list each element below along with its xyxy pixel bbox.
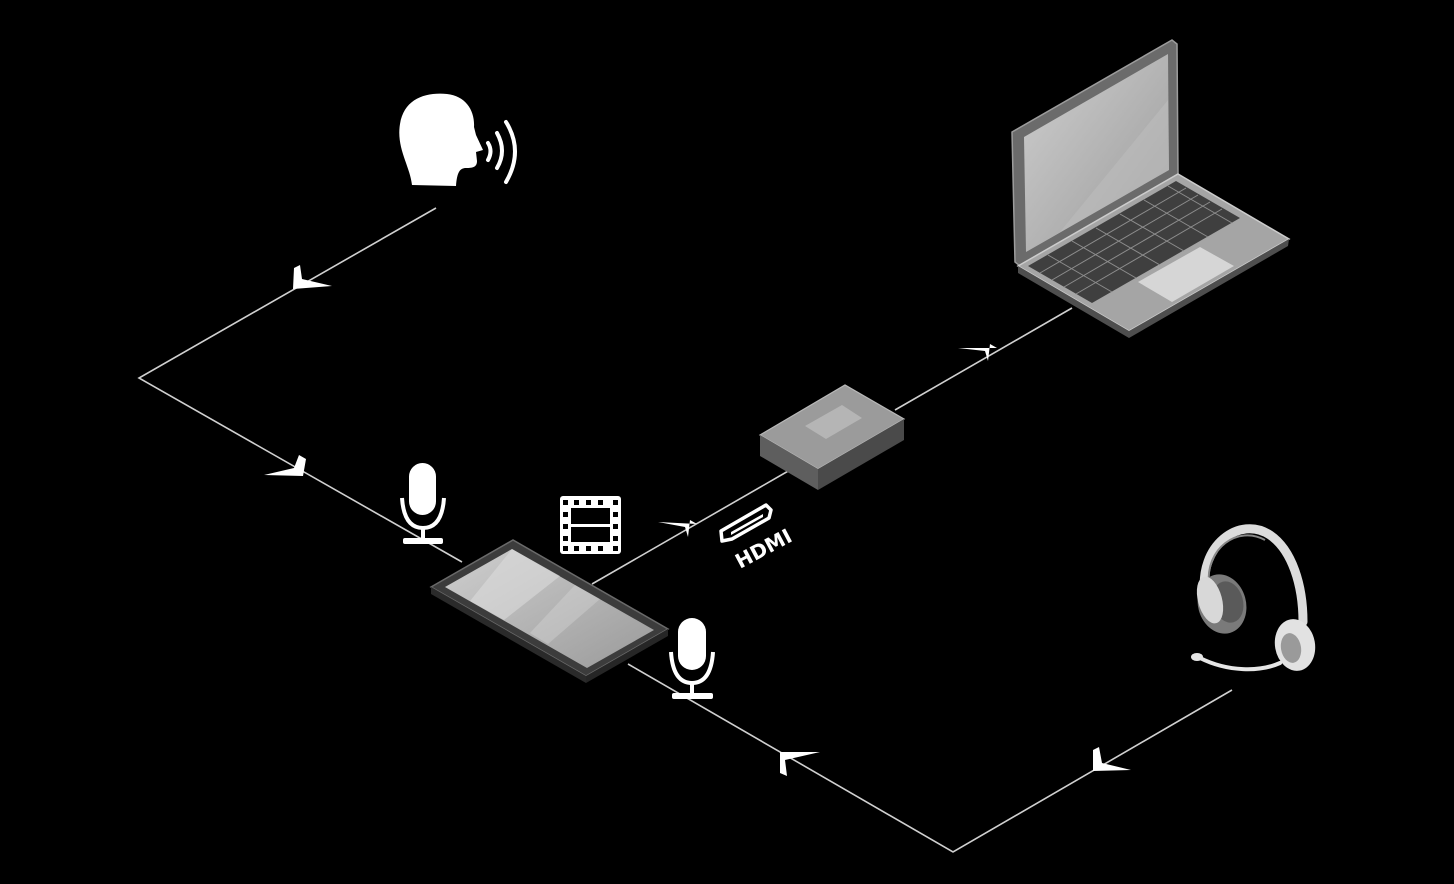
speech-to-tablet-line (137, 207, 463, 563)
film-strip-icon (560, 496, 621, 554)
headset-icon (1191, 524, 1316, 672)
arrow-chevron-icon (293, 265, 332, 289)
headset-to-tablet-line (627, 663, 1233, 853)
tablet-icon (429, 539, 670, 683)
laptop-icon (1011, 39, 1291, 338)
capture-device-icon (758, 384, 906, 490)
arrow-chevron-icon (958, 344, 997, 369)
direction-arrows (264, 265, 1131, 776)
arrow-chevron-icon (780, 752, 820, 776)
capture-to-laptop-line (894, 307, 1073, 411)
connection-lines (137, 207, 1233, 853)
tablet-to-capture-line (591, 469, 791, 585)
microphone-icon (400, 463, 446, 544)
arrow-chevron-icon (264, 455, 306, 476)
arrow-chevron-icon (1093, 747, 1131, 771)
speaking-head-icon (399, 93, 517, 186)
microphone-icon (669, 618, 715, 699)
hdmi-port-icon (719, 503, 773, 543)
hdmi-label: HDMI (731, 524, 796, 574)
arrow-chevron-icon (658, 520, 697, 537)
